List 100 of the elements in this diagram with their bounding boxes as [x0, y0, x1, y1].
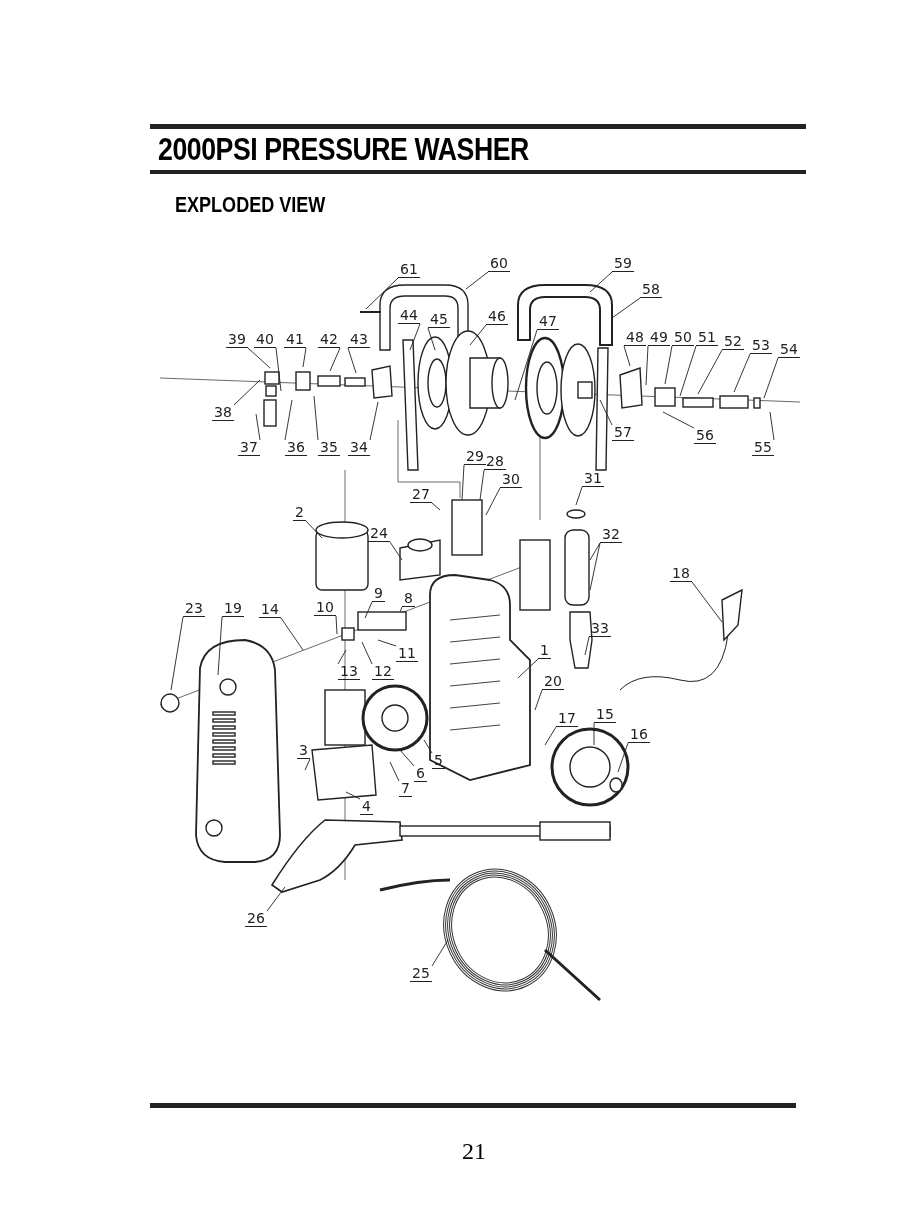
leader-line — [377, 639, 397, 647]
callout-number: 29 — [464, 449, 486, 465]
callout-number: 55 — [752, 440, 774, 456]
callout-number: 27 — [410, 487, 432, 503]
leader-line — [329, 347, 341, 372]
callout-number: 39 — [226, 332, 248, 348]
leader-line — [423, 739, 433, 754]
leader-line — [345, 791, 361, 800]
callout-number: 12 — [372, 664, 394, 680]
callout-number: 49 — [648, 330, 670, 346]
leader-line — [266, 886, 286, 912]
leader-line — [364, 601, 373, 619]
callout-number: 30 — [500, 472, 522, 488]
leader-line — [575, 486, 583, 506]
callout-number: 9 — [372, 586, 385, 602]
callout-number: 4 — [360, 799, 373, 815]
leader-line — [399, 749, 415, 767]
leader-line — [514, 329, 538, 401]
callout-number: 23 — [183, 601, 205, 617]
leader-line — [589, 542, 601, 591]
callout-number: 50 — [672, 330, 694, 346]
callout-number: 41 — [284, 332, 306, 348]
callout-number: 56 — [694, 428, 716, 444]
leader-line — [763, 357, 779, 399]
leader-line — [409, 323, 421, 351]
leader-line — [485, 487, 501, 516]
callout-number: 34 — [348, 440, 370, 456]
callout-number: 8 — [402, 591, 415, 607]
callout-number: 2 — [293, 505, 306, 521]
callout-number: 14 — [259, 602, 281, 618]
page-number: 21 — [462, 1138, 486, 1165]
leader-line — [769, 411, 775, 441]
leader-line — [361, 641, 373, 665]
leader-line — [544, 726, 557, 746]
callout-number: 52 — [722, 334, 744, 350]
callout-number: 31 — [582, 471, 604, 487]
callout-number: 46 — [486, 309, 508, 325]
leader-line — [611, 297, 641, 319]
leader-line — [593, 722, 595, 746]
leader-line — [697, 349, 723, 395]
leader-line — [599, 399, 613, 426]
leader-line — [645, 345, 649, 386]
leader-line — [335, 615, 338, 635]
callout-number: 48 — [624, 330, 646, 346]
leader-line — [589, 542, 601, 561]
leader-line — [679, 345, 697, 397]
leader-line — [280, 617, 304, 651]
leader-line — [465, 271, 489, 290]
callout-number: 3 — [297, 743, 310, 759]
leader-line — [365, 277, 399, 310]
leader-line — [369, 401, 379, 441]
leader-line — [337, 649, 347, 665]
callout-number: 32 — [600, 527, 622, 543]
leader-line — [313, 395, 319, 441]
callout-number: 7 — [399, 781, 412, 797]
leader-line — [479, 469, 485, 501]
leader-line — [233, 379, 261, 406]
callout-number: 43 — [348, 332, 370, 348]
leader-line — [431, 939, 449, 967]
section-heading: EXPLODED VIEW — [175, 192, 326, 218]
callout-number: 18 — [670, 566, 692, 582]
callout-number: 15 — [594, 707, 616, 723]
callout-number: 53 — [750, 338, 772, 354]
leader-line — [589, 271, 613, 293]
callout-number: 42 — [318, 332, 340, 348]
leader-line — [170, 616, 184, 691]
callout-number: 36 — [285, 440, 307, 456]
leader-line — [284, 399, 293, 441]
leader-line — [534, 689, 543, 711]
leader-line — [399, 606, 403, 613]
leader-line — [461, 464, 465, 501]
leader-line — [662, 411, 695, 429]
callout-number: 57 — [612, 425, 634, 441]
leader-line — [617, 742, 629, 773]
callout-number: 40 — [254, 332, 276, 348]
callout-number: 25 — [410, 966, 432, 982]
callout-number: 10 — [314, 600, 336, 616]
leader-line — [664, 345, 673, 385]
callout-number: 58 — [640, 282, 662, 298]
leader-line — [691, 581, 723, 623]
leader-line — [584, 636, 590, 656]
callout-number: 20 — [542, 674, 564, 690]
callout-number: 13 — [338, 664, 360, 680]
leader-line — [389, 761, 400, 782]
callout-number: 60 — [488, 256, 510, 272]
callout-number: 44 — [398, 308, 420, 324]
callout-number: 26 — [245, 911, 267, 927]
leader-line — [217, 616, 223, 676]
callout-number: 37 — [238, 440, 260, 456]
callout-number: 61 — [398, 262, 420, 278]
callout-number: 24 — [368, 526, 390, 542]
page-title: 2000PSI PRESSURE WASHER — [158, 132, 529, 168]
leader-line — [517, 658, 539, 679]
leader-line — [302, 347, 307, 368]
callout-number: 51 — [696, 330, 718, 346]
leader-line — [305, 520, 323, 539]
leader-line — [247, 347, 271, 369]
callout-number: 45 — [428, 312, 450, 328]
callout-number: 16 — [628, 727, 650, 743]
callout-number: 38 — [212, 405, 234, 421]
